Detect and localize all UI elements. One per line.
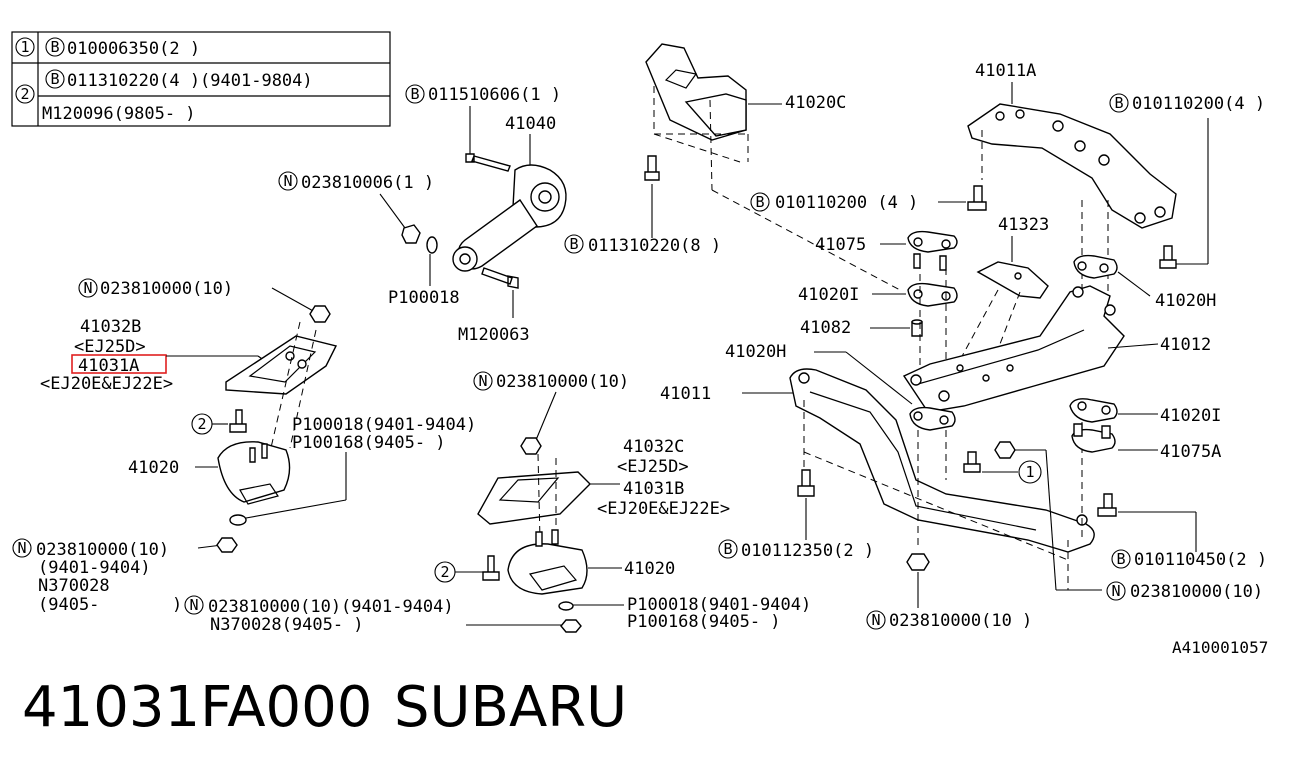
b-marker-icon (1109, 93, 1129, 113)
n-marker-icon (184, 595, 204, 615)
label-010112350: 010112350(2 ) (741, 541, 874, 561)
svg-text:B: B (50, 70, 59, 88)
n-marker-icon (1106, 581, 1126, 601)
label-023810000-bottom: 023810000(10 ) (889, 611, 1032, 631)
legend-row-1-text: 010006350(2 ) (67, 39, 200, 59)
label-n370028-mid: N370028(9405- ) (210, 615, 364, 635)
label-m120063: M120063 (458, 325, 530, 345)
svg-text:B: B (569, 235, 578, 253)
label-ej20e-mid: <EJ20E&EJ22E> (597, 499, 730, 519)
svg-text:N: N (871, 611, 880, 629)
svg-text:1: 1 (20, 38, 29, 56)
svg-text:2: 2 (20, 85, 29, 103)
label-41031b: 41031B (623, 479, 684, 499)
label-41031a: 41031A (78, 356, 139, 376)
label-011310220: 011310220(8 ) (588, 236, 721, 256)
label-41323: 41323 (998, 215, 1049, 235)
label-41082: 41082 (800, 318, 851, 338)
svg-text:B: B (1114, 94, 1123, 112)
svg-text:N: N (189, 596, 198, 614)
label-023810006: 023810006(1 ) (301, 173, 434, 193)
label-010110200-mid: 010110200 (4 ) (775, 193, 918, 213)
svg-text:B: B (410, 85, 419, 103)
label-011510606: 011510606(1 ) (428, 85, 561, 105)
svg-text:2: 2 (197, 415, 206, 433)
label-41032b: 41032B (80, 317, 141, 337)
n-marker-icon (78, 278, 98, 298)
label-023810000-mid-top: 023810000(10) (496, 372, 629, 392)
svg-text:N: N (83, 279, 92, 297)
legend-table: 1 B 010006350(2 ) 2 B 011310220(4 )(9401… (11, 31, 391, 127)
label-023810000-left-top: 023810000(10) (100, 279, 233, 299)
svg-text:N: N (1111, 582, 1120, 600)
highlight-41031a (71, 354, 167, 374)
label-41032c: 41032C (623, 437, 684, 457)
svg-text:2: 2 (440, 563, 449, 581)
marker-1-icon (1018, 460, 1042, 484)
label-41020h-left: 41020H (725, 342, 786, 362)
label-p100168-left: P100168(9405- ) (292, 433, 446, 453)
label-41020c: 41020C (785, 93, 846, 113)
label-41020-mid: 41020 (624, 559, 675, 579)
legend-row-1: 1 B 010006350(2 ) (15, 37, 200, 59)
label-010110450: 010110450(2 ) (1134, 550, 1267, 570)
caption-brand: SUBARU (394, 675, 628, 740)
label-41040: 41040 (505, 114, 556, 134)
label-41075: 41075 (815, 235, 866, 255)
label-n370028-left: N370028 (38, 576, 110, 596)
label-41020i-right: 41020I (1160, 406, 1221, 426)
svg-text:B: B (1116, 550, 1125, 568)
label-ej20e-left: <EJ20E&EJ22E> (40, 374, 173, 394)
b-marker-icon (1111, 549, 1131, 569)
legend-row-2b-text: M120096(9805- ) (42, 104, 196, 124)
label-ej25d-mid: <EJ25D> (617, 457, 689, 477)
middle-mount-group: N 023810000(10) 41032C <EJ25D> 41031B <E… (172, 371, 811, 635)
label-41020-left: 41020 (128, 458, 179, 478)
svg-text:B: B (755, 193, 764, 211)
n-marker-icon (473, 371, 493, 391)
label-41020i-top: 41020I (798, 285, 859, 305)
n-marker-icon (278, 171, 298, 191)
label-p100018-top: P100018 (388, 288, 460, 308)
crossmember-group: 41011A B 010110200(4 ) B 010110200 (4 ) … (660, 61, 1267, 631)
svg-text:N: N (17, 539, 26, 557)
label-41020h-right: 41020H (1155, 291, 1216, 311)
b-marker-icon (405, 84, 425, 104)
label-023810000-left-bottom: 023810000(10) (36, 540, 169, 560)
label-010110200-right: 010110200(4 ) (1132, 94, 1265, 114)
b-marker-icon (564, 234, 584, 254)
legend-row-2: 2 B 011310220(4 )(9401-9804) M120096(980… (15, 69, 313, 124)
label-date-9401-9404: (9401-9404) (38, 558, 151, 578)
left-mount-group: N 023810000(10) 41032B <EJ25D> 41031A <E… (12, 278, 476, 615)
bracket-41020c-group: 41020C B 011310220(8 ) (564, 43, 901, 291)
legend-row-2a-text: 011310220(4 )(9401-9804) (67, 71, 313, 91)
svg-text:B: B (723, 540, 732, 558)
label-41011: 41011 (660, 384, 711, 404)
label-date-9405: (9405- (38, 595, 99, 615)
svg-text:N: N (478, 372, 487, 390)
label-023810000-right: 023810000(10) (1130, 582, 1263, 602)
n-marker-icon (12, 538, 32, 558)
label-p100168-mid: P100168(9405- ) (627, 612, 781, 632)
label-p100018-left: P100018(9401-9404) (292, 415, 476, 435)
label-41012: 41012 (1160, 335, 1211, 355)
caption-part-number: 41031FA000 (22, 675, 373, 740)
label-41011a: 41011A (975, 61, 1036, 81)
reference-code: A410001057 (1172, 638, 1268, 657)
label-ej25d-left: <EJ25D> (74, 337, 146, 357)
label-bracket-close: ) (172, 595, 182, 615)
label-41075a: 41075A (1160, 442, 1221, 462)
mount-41040-group: B 011510606(1 ) 41040 N 023810006(1 ) P1… (278, 84, 567, 345)
b-marker-icon (718, 539, 738, 559)
n-marker-icon (866, 610, 886, 630)
svg-text:B: B (50, 38, 59, 56)
b-marker-icon (750, 192, 770, 212)
label-p100018-mid: P100018(9401-9404) (627, 595, 811, 615)
label-023810000-mid-bottom: 023810000(10)(9401-9404) (208, 597, 454, 617)
svg-text:1: 1 (1025, 463, 1034, 481)
svg-text:N: N (283, 172, 292, 190)
